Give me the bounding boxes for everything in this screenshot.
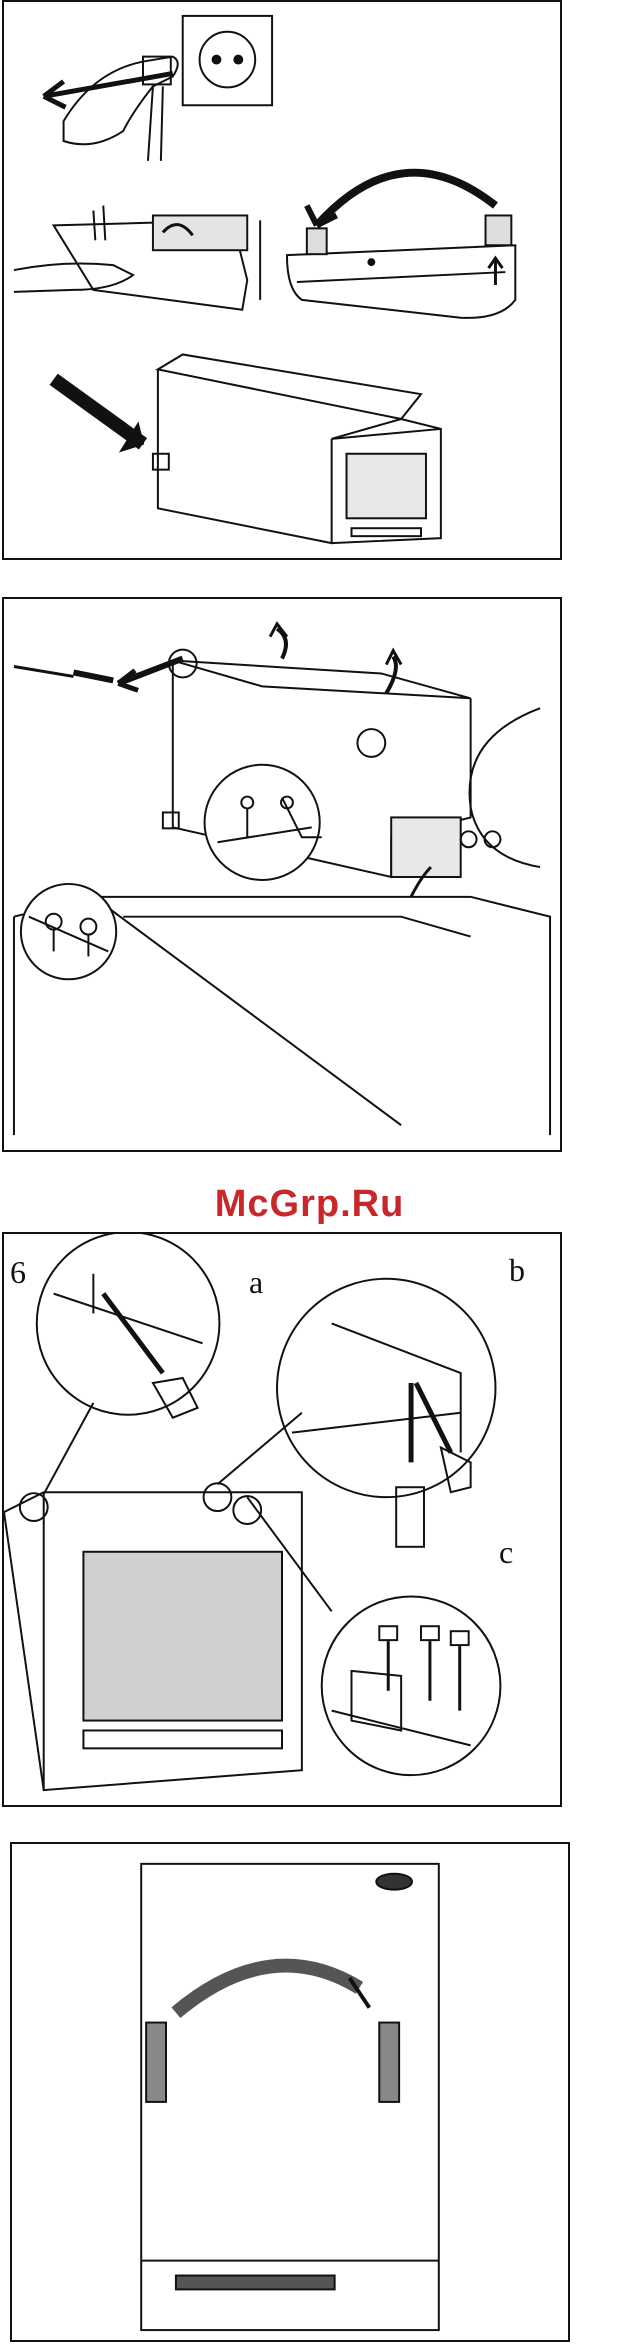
figure-panel-4 xyxy=(10,1842,570,2342)
figure-label-number: 6 xyxy=(10,1254,26,1291)
illustration-unplug-and-tilt xyxy=(4,2,560,558)
figure-label-b: b xyxy=(509,1252,525,1289)
illustration-reinstall-hinge xyxy=(4,1234,560,1805)
figure-panel-1 xyxy=(2,0,562,560)
illustration-remove-top-and-hinge xyxy=(4,599,560,1150)
figure-label-a: a xyxy=(249,1264,263,1301)
illustration-door-handle xyxy=(12,1844,568,2340)
site-watermark: McGrp.Ru xyxy=(0,1183,619,1226)
figure-panel-3: 6 a b c xyxy=(2,1232,562,1807)
figure-label-c: c xyxy=(499,1534,513,1571)
figure-panel-2 xyxy=(2,597,562,1152)
